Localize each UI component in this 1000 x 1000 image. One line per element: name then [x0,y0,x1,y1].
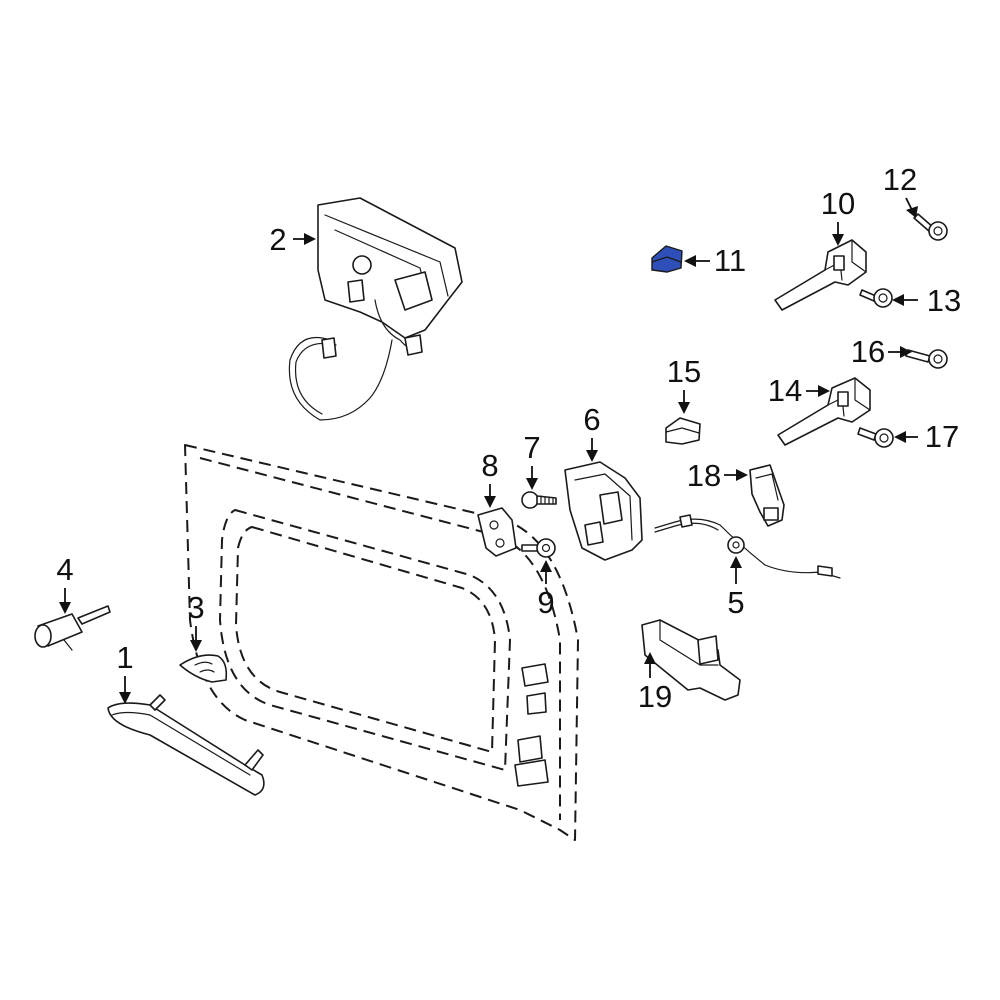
callout-5: 5 [727,556,745,620]
callout-19: 19 [638,652,672,714]
callout-label-6: 6 [583,402,600,437]
callout-label-12: 12 [883,162,917,197]
part-13-bolt [859,288,893,308]
callout-label-16: 16 [851,334,885,369]
part-18-bracket [749,464,785,527]
callout-label-14: 14 [768,373,802,408]
callout-6: 6 [583,402,601,462]
callout-label-9: 9 [537,585,554,620]
callout-label-10: 10 [821,186,855,221]
callout-label-3: 3 [187,590,204,625]
callout-label-8: 8 [481,448,498,483]
callout-9: 9 [537,560,555,620]
part-15-clip [665,417,701,445]
part-3-bezel [179,654,228,683]
part-16-bolt [905,349,948,369]
callout-12: 12 [883,162,918,218]
part-9-washer [521,538,556,558]
part-4-lock-cylinder [34,605,111,651]
part-12-bolt [913,213,948,241]
part-7-screw [521,491,557,509]
part-6-latch [564,461,643,561]
callout-label-19: 19 [638,679,672,714]
part-14-lower-hinge [777,377,871,446]
callout-16: 16 [851,334,912,369]
callout-label-18: 18 [687,458,721,493]
callout-label-1: 1 [116,640,133,675]
part-2-latch-assembly [288,197,463,421]
callout-3: 3 [187,590,205,652]
callout-14: 14 [768,373,830,408]
callout-2: 2 [269,222,316,257]
part-17-bolt [857,427,894,448]
callout-15: 15 [667,354,701,414]
callout-7: 7 [523,430,541,490]
callout-10: 10 [821,186,855,246]
callout-label-13: 13 [927,283,961,318]
callout-label-11: 11 [714,243,746,278]
part-10-upper-hinge [774,239,867,311]
part-1-door-handle [107,694,265,796]
callout-18: 18 [687,458,748,493]
callout-11: 11 [684,243,746,278]
callout-label-2: 2 [269,222,286,257]
part-5-cable [654,514,841,579]
part-11-clip-highlighted [651,245,683,273]
callout-label-4: 4 [56,552,73,587]
callout-4: 4 [56,552,74,614]
callout-label-7: 7 [523,430,540,465]
part-19-door-check [641,619,741,701]
part-8-striker [477,507,517,557]
callout-label-5: 5 [727,585,744,620]
callout-1: 1 [116,640,134,704]
callout-label-15: 15 [667,354,701,389]
callout-label-17: 17 [925,419,959,454]
callout-13: 13 [892,283,961,318]
callout-8: 8 [481,448,499,508]
callout-17: 17 [894,419,959,454]
